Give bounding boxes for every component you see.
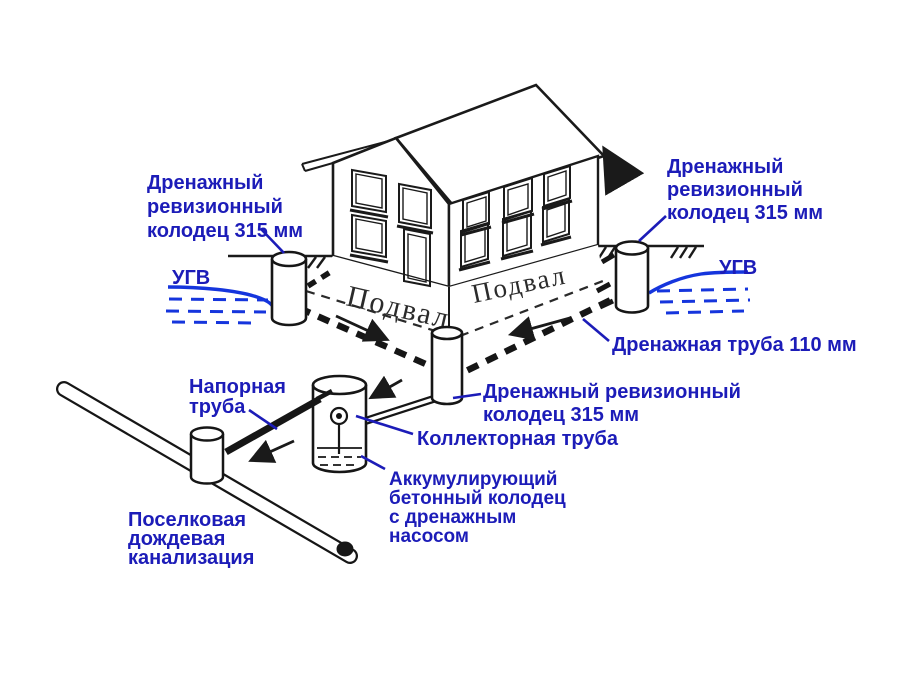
drain-pipe-back-left xyxy=(306,268,334,289)
pump-icon-center xyxy=(336,413,342,419)
drain-pipe-back-right xyxy=(602,145,645,196)
window xyxy=(351,168,387,214)
well-left xyxy=(270,250,308,327)
well-right xyxy=(614,240,650,314)
basement-band-right xyxy=(449,245,603,337)
house: Подвал Подвал xyxy=(301,83,607,337)
label-ugv-right: УГВ xyxy=(719,257,757,279)
window-sill xyxy=(541,199,573,211)
door-inner xyxy=(407,233,427,283)
label-collector: Коллекторная труба xyxy=(417,428,619,450)
svg-text:Дренажный: Дренажный xyxy=(147,172,263,194)
window-sill xyxy=(458,260,491,272)
svg-text:Дренажный: Дренажный xyxy=(667,156,783,178)
svg-text:с дренажным: с дренажным xyxy=(389,507,516,528)
svg-text:колодец 315 мм: колодец 315 мм xyxy=(667,202,823,224)
label-accumulator: Аккумулирующий бетонный колодец с дренаж… xyxy=(389,469,566,547)
svg-text:Аккумулирующий: Аккумулирующий xyxy=(389,469,557,490)
svg-text:колодец 315 мм: колодец 315 мм xyxy=(147,220,303,242)
window-inner xyxy=(547,170,567,202)
window xyxy=(542,197,570,244)
flow-arrow-left xyxy=(335,314,390,342)
leader-lines xyxy=(248,215,667,471)
well-water xyxy=(318,456,361,466)
window-inner xyxy=(464,227,486,263)
svg-text:насосом: насосом xyxy=(389,526,469,547)
window xyxy=(460,221,489,269)
svg-text:Напорная: Напорная xyxy=(189,376,286,398)
svg-text:дождевая: дождевая xyxy=(128,528,225,550)
flow-arrow-pressure xyxy=(248,439,295,463)
accumulator-well xyxy=(311,374,368,474)
window-inner xyxy=(402,187,428,225)
drain-pipe-ring xyxy=(297,145,645,376)
drain-pipe-right-run xyxy=(460,288,631,376)
svg-text:канализация: канализация xyxy=(128,547,254,569)
water-table-left xyxy=(165,285,276,325)
window-inner xyxy=(355,173,383,209)
window-sill xyxy=(500,249,534,261)
well-center xyxy=(430,325,464,406)
pipe-opening xyxy=(336,541,354,557)
outlet-elbow xyxy=(315,389,334,401)
leader-accumulator xyxy=(360,454,386,471)
window-sill xyxy=(396,224,434,235)
svg-text:ревизионный: ревизионный xyxy=(147,196,283,218)
leader-collector xyxy=(355,414,414,436)
drain-pipe-stub xyxy=(595,281,612,294)
window-inner xyxy=(355,218,383,254)
basement-band-left xyxy=(304,256,449,335)
label-pressure-pipe: Напорная труба xyxy=(189,376,286,418)
window-sill xyxy=(540,235,572,247)
flow-arrow-right xyxy=(507,316,571,341)
window-inner xyxy=(466,196,487,228)
svg-text:ревизионный: ревизионный xyxy=(667,179,803,201)
window-inner xyxy=(507,183,529,216)
label-center-well: Дренажный ревизионный колодец 315 мм xyxy=(483,381,741,426)
junction-well xyxy=(189,426,225,485)
side-windows xyxy=(458,164,573,272)
leader-drain-pipe xyxy=(582,318,610,342)
svg-text:колодец 315 мм: колодец 315 мм xyxy=(483,404,639,426)
window-inner xyxy=(506,215,528,252)
leader-right-well xyxy=(638,215,667,242)
leader-center-well xyxy=(452,392,482,400)
label-drain-pipe: Дренажная труба 110 мм xyxy=(612,334,857,356)
foundation-outline xyxy=(305,279,604,338)
door xyxy=(403,227,431,288)
window xyxy=(351,213,387,259)
drain-pipe-left-run xyxy=(297,305,448,376)
drain-pipe-stub xyxy=(600,252,616,265)
label-right-well: Дренажный ревизионный колодец 315 мм xyxy=(667,156,823,224)
label-left-well: Дренажный ревизионный колодец 315 мм xyxy=(147,172,303,242)
svg-text:труба: труба xyxy=(189,396,246,418)
water-table-right xyxy=(648,270,751,315)
leader-left-well xyxy=(260,228,285,254)
gable-windows xyxy=(349,168,434,288)
leader-pressure xyxy=(248,408,278,431)
label-sewer: Поселковая дождевая канализация xyxy=(128,509,254,569)
window-inner xyxy=(546,203,566,238)
label-ugv-left: УГВ xyxy=(172,267,210,289)
window xyxy=(502,209,532,258)
svg-text:бетонный колодец: бетонный колодец xyxy=(389,488,566,509)
svg-text:Дренажный ревизионный: Дренажный ревизионный xyxy=(483,381,741,403)
window xyxy=(398,182,432,230)
window-sill xyxy=(349,208,389,219)
flow-arrow-collector xyxy=(368,375,403,400)
window-sill xyxy=(349,253,389,264)
svg-text:Поселковая: Поселковая xyxy=(128,509,246,531)
